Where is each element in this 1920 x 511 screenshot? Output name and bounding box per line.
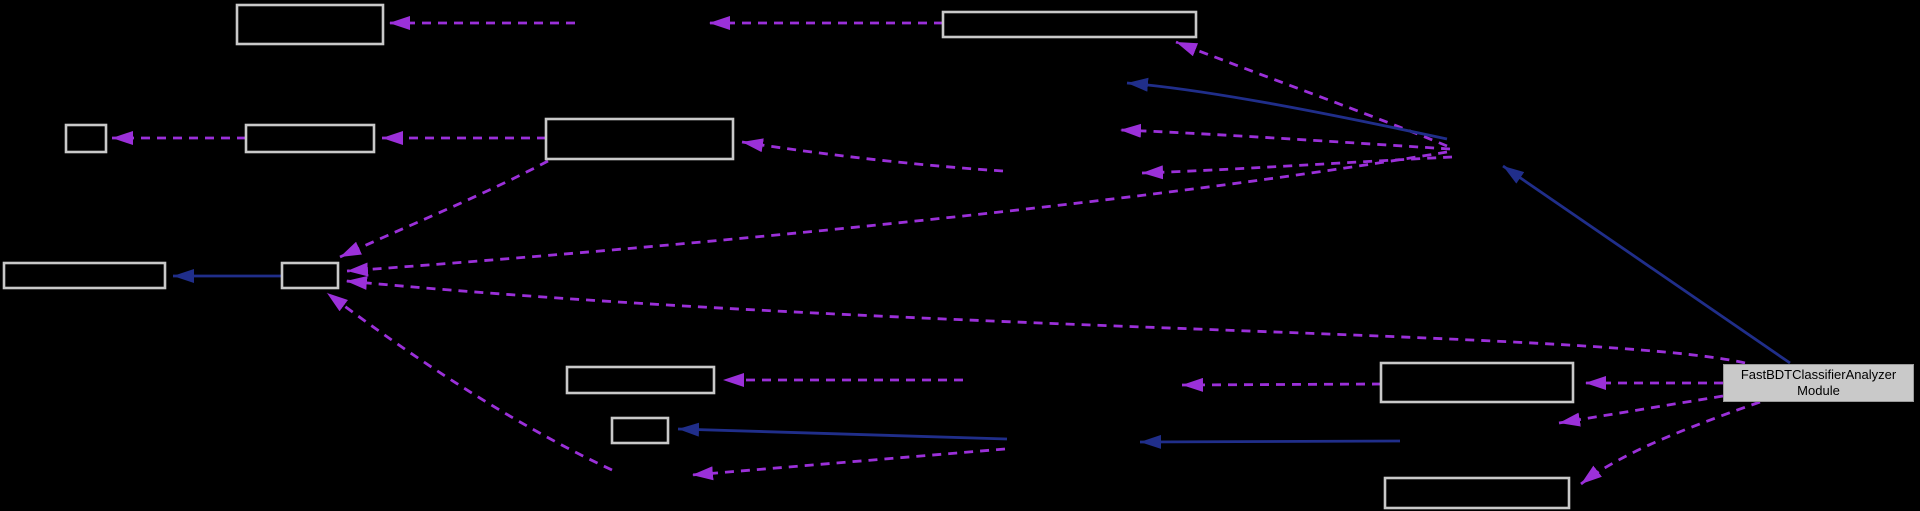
class-node-box-8[interactable] xyxy=(565,365,716,395)
graph-edge-e4-solid xyxy=(1126,77,1448,141)
class-node-box-5[interactable] xyxy=(544,117,735,161)
graph-edge-e11-dashed xyxy=(346,150,1448,277)
class-node-box-6[interactable] xyxy=(2,261,167,290)
graph-edge-e13-dashed xyxy=(326,291,613,472)
current-class-node[interactable]: FastBDTClassifierAnalyzer Module xyxy=(1723,364,1914,402)
class-node-box-2[interactable] xyxy=(941,10,1198,39)
class-node-box-10[interactable] xyxy=(1379,361,1575,404)
current-class-label-line2: Module xyxy=(1797,383,1840,398)
graph-edge-e21-dashed xyxy=(1580,400,1761,486)
graph-edge-e5-dashed xyxy=(1119,123,1451,151)
graph-edge-e17-dashed xyxy=(1558,394,1724,427)
graph-edge-e22-solid xyxy=(1502,164,1791,365)
graph-edge-e16-solid xyxy=(1139,434,1401,449)
class-node-box-1[interactable] xyxy=(235,3,385,46)
graph-edge-e15-solid xyxy=(677,422,1008,441)
class-node-box-7[interactable] xyxy=(280,261,340,290)
class-node-box-9[interactable] xyxy=(610,416,670,445)
class-node-box-4[interactable] xyxy=(244,123,376,154)
class-node-box-3[interactable] xyxy=(64,123,108,154)
graph-edge-e6-dashed xyxy=(1141,155,1453,180)
current-class-label-line1: FastBDTClassifierAnalyzer xyxy=(1740,367,1897,382)
graph-edge-e12-dashed xyxy=(345,275,1746,365)
graph-edge-e14-dashed xyxy=(691,447,1006,481)
graph-edge-e10-dashed xyxy=(339,159,549,259)
graph-edge-e7-dashed xyxy=(741,138,1004,173)
graph-edge-e19-dashed xyxy=(1181,377,1382,392)
class-node-box-11[interactable] xyxy=(1383,476,1571,510)
